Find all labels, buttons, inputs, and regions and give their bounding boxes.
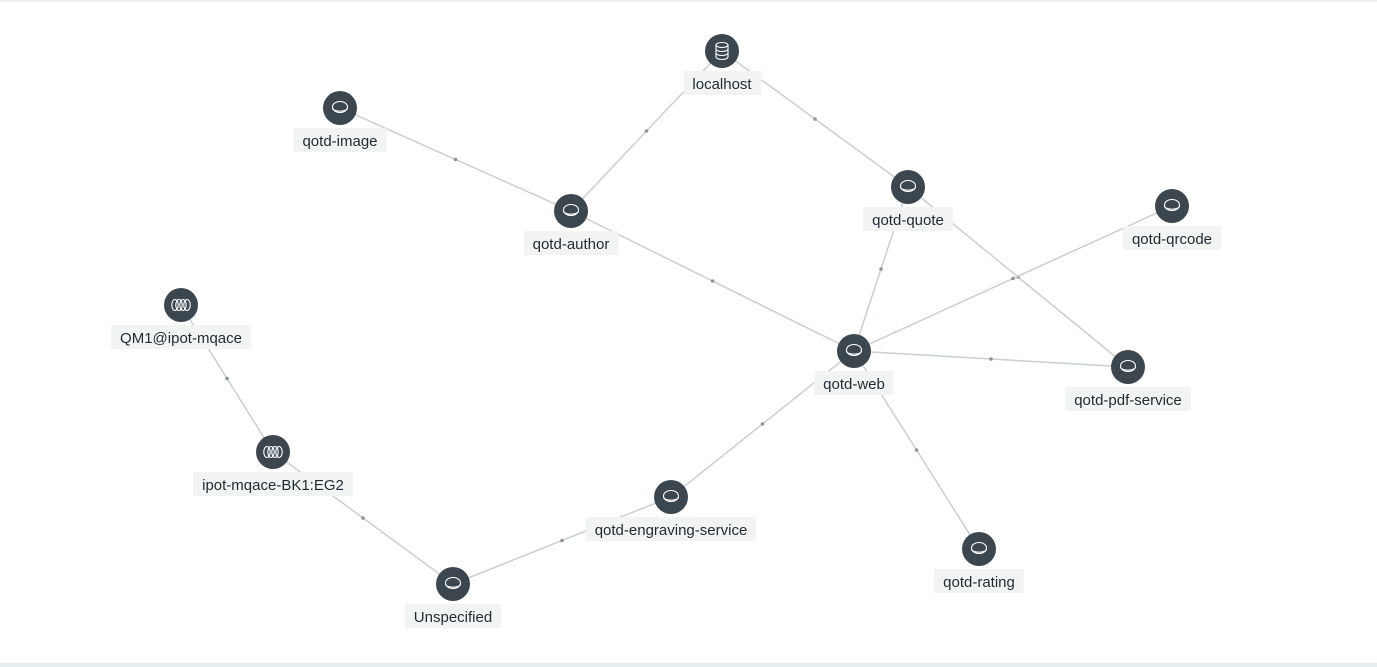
node-label: qotd-rating (943, 574, 1015, 591)
edge-midpoint-marker (1011, 276, 1015, 281)
queue-icon (263, 445, 283, 459)
service-icon (444, 576, 462, 590)
edge-midpoint-marker (989, 357, 993, 361)
queue-icon (171, 298, 191, 312)
service-icon (331, 100, 349, 114)
node-qotd-quote[interactable]: qotd-quote (863, 170, 953, 231)
service-icon (899, 179, 917, 193)
node-label: ipot-mqace-BK1:EG2 (202, 477, 344, 494)
edge-midpoint-marker (361, 516, 365, 520)
node-label: qotd-web (823, 376, 885, 393)
node-label-background (111, 325, 251, 349)
node-circle[interactable] (1111, 350, 1145, 384)
service-icon (970, 541, 988, 555)
node-circle[interactable] (1155, 189, 1189, 223)
edge-midpoint-marker (644, 129, 649, 133)
node-circle[interactable] (436, 567, 470, 601)
edge-midpoint-marker (560, 538, 564, 543)
node-circle[interactable] (891, 170, 925, 204)
node-label-background (293, 128, 387, 152)
bottom-border (0, 663, 1377, 667)
edge-qotd-engraving-service-to-unspecified[interactable] (452, 496, 672, 585)
node-label-background (814, 371, 894, 395)
node-label-background (585, 517, 757, 541)
edge-midpoint-marker (453, 157, 458, 162)
edge-qotd-image-to-qotd-author[interactable] (339, 107, 572, 212)
node-label: qotd-quote (872, 212, 944, 229)
edge-ipot-mqace-bk1-eg2-to-unspecified[interactable] (272, 451, 454, 585)
node-circle[interactable] (837, 334, 871, 368)
node-ipot-mqace-bk1-eg2[interactable]: ipot-mqace-BK1:EG2 (193, 435, 353, 496)
node-localhost[interactable]: localhost (683, 34, 762, 95)
node-label-background (193, 472, 353, 496)
node-qotd-author[interactable]: qotd-author (523, 194, 619, 255)
node-label-background (934, 569, 1024, 593)
node-circle[interactable] (256, 435, 290, 469)
node-label: qotd-qrcode (1132, 231, 1212, 248)
service-icon (1119, 359, 1137, 373)
node-qotd-rating[interactable]: qotd-rating (934, 532, 1024, 593)
node-label: localhost (692, 76, 752, 93)
node-qotd-web[interactable]: qotd-web (814, 334, 894, 395)
node-label: QM1@ipot-mqace (120, 330, 242, 347)
node-label-background (523, 231, 619, 255)
node-circle[interactable] (164, 288, 198, 322)
node-label-background (863, 207, 953, 231)
node-unspecified[interactable]: Unspecified (404, 567, 502, 628)
edge-midpoint-marker (225, 376, 229, 381)
edge-midpoint-marker (914, 448, 919, 452)
edge-qotd-web-to-qotd-qrcode[interactable] (853, 205, 1173, 352)
node-circle[interactable] (654, 480, 688, 514)
node-qotd-pdf-service[interactable]: qotd-pdf-service (1065, 350, 1191, 411)
edge-midpoint-marker (710, 279, 715, 283)
node-label-background (1065, 387, 1191, 411)
nodes-layer: localhost qotd-image qotd-author qotd-quote… (111, 34, 1222, 628)
node-label: qotd-engraving-service (595, 522, 748, 539)
node-qotd-engraving-service[interactable]: qotd-engraving-service (585, 480, 757, 541)
node-label: qotd-pdf-service (1074, 392, 1182, 409)
top-border (0, 0, 1377, 2)
service-icon (562, 203, 580, 217)
edge-qotd-web-to-qotd-pdf-service[interactable] (853, 350, 1129, 368)
node-label-background (404, 604, 502, 628)
node-qotd-image[interactable]: qotd-image (293, 91, 387, 152)
node-circle[interactable] (554, 194, 588, 228)
service-icon (662, 489, 680, 503)
node-label: qotd-image (302, 133, 377, 150)
edge-midpoint-marker (813, 117, 817, 121)
service-icon (1163, 198, 1181, 212)
edge-midpoint-marker (760, 422, 765, 426)
node-circle[interactable] (962, 532, 996, 566)
node-label: qotd-author (533, 236, 610, 253)
edge-midpoint-marker (879, 267, 883, 271)
node-label-background (1122, 226, 1222, 250)
node-circle[interactable] (323, 91, 357, 125)
node-label-background (683, 71, 762, 95)
node-label: Unspecified (414, 609, 492, 626)
database-icon (715, 41, 729, 61)
service-icon (845, 343, 863, 357)
node-qm1-ipot-mqace[interactable]: QM1@ipot-mqace (111, 288, 251, 349)
node-qotd-qrcode[interactable]: qotd-qrcode (1122, 189, 1222, 250)
